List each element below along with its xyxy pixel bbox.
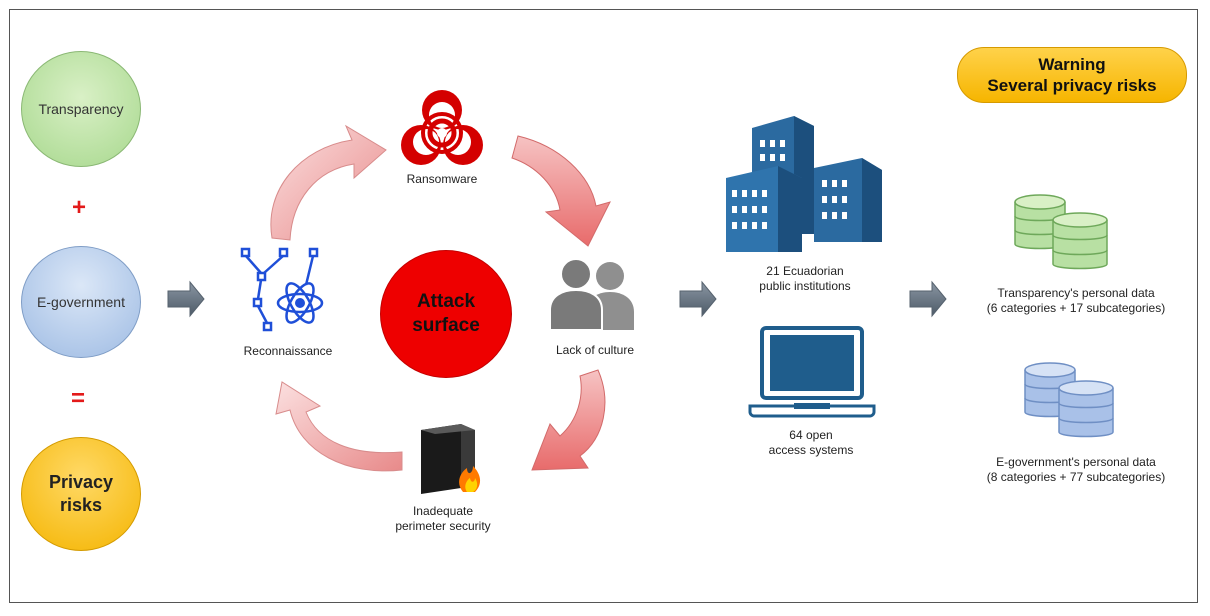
biohazard-icon [401,90,483,165]
egov-data-line1: E-government's personal data [996,455,1156,469]
buildings-icon [726,116,882,252]
attack-surface-circle: Attack surface [380,250,512,378]
egov-label: E-government [37,294,125,310]
cycle-arrow-top-right [511,135,611,247]
blue-database-icon [1024,362,1114,438]
lack-of-culture-label: Lack of culture [555,343,635,357]
transparency-circle: Transparency [21,51,141,167]
equals-sign: = [71,385,86,412]
privacy-risks-line1: Privacy [48,472,114,492]
transparency-data-line1: Transparency's personal data [997,286,1155,300]
plus-sign: + [72,194,87,221]
perimeter-security-label: Inadequate perimeter security [378,504,508,534]
network-atom-icon [240,247,324,332]
cycle-arrow-bottom-right [531,369,606,471]
warning-line2: Several privacy risks [987,76,1157,95]
attack-surface-line1: Attack [416,291,476,312]
egov-data-line2: (8 categories + 77 subcategories) [986,470,1166,484]
institutions-label: 21 Ecuadorian public institutions [730,264,880,294]
users-icon [549,258,634,331]
warning-badge: Warning Several privacy risks [957,47,1187,103]
ransomware-label: Ransomware [406,172,478,186]
firewall-icon [421,424,481,494]
privacy-risks-line2: risks [59,495,103,515]
green-database-icon [1014,194,1108,270]
attack-surface-line2: surface [412,315,480,336]
laptop-icon [748,326,876,418]
egov-circle: E-government [21,246,141,358]
transparency-label: Transparency [38,101,124,117]
arrow-right-1 [167,280,205,318]
arrow-right-3 [909,280,947,318]
institutions-line2: public institutions [759,279,851,293]
open-access-line1: 64 open [789,428,833,442]
cycle-arrow-bottom-left [275,381,403,472]
institutions-line1: 21 Ecuadorian [766,264,844,278]
egov-data-label: E-government's personal data (8 categori… [976,455,1176,485]
transparency-data-label: Transparency's personal data (6 categori… [978,286,1174,316]
privacy-risks-circle: Privacy risks [21,437,141,551]
reconnaissance-label: Reconnaissance [243,344,333,358]
perimeter-line2: perimeter security [395,519,491,533]
warning-line1: Warning [1038,55,1106,74]
open-access-label: 64 open access systems [746,428,876,458]
arrow-right-2 [679,280,717,318]
cycle-arrow-top-left [270,124,387,241]
open-access-line2: access systems [768,443,854,457]
perimeter-line1: Inadequate [412,504,474,518]
transparency-data-line2: (6 categories + 17 subcategories) [986,301,1166,315]
